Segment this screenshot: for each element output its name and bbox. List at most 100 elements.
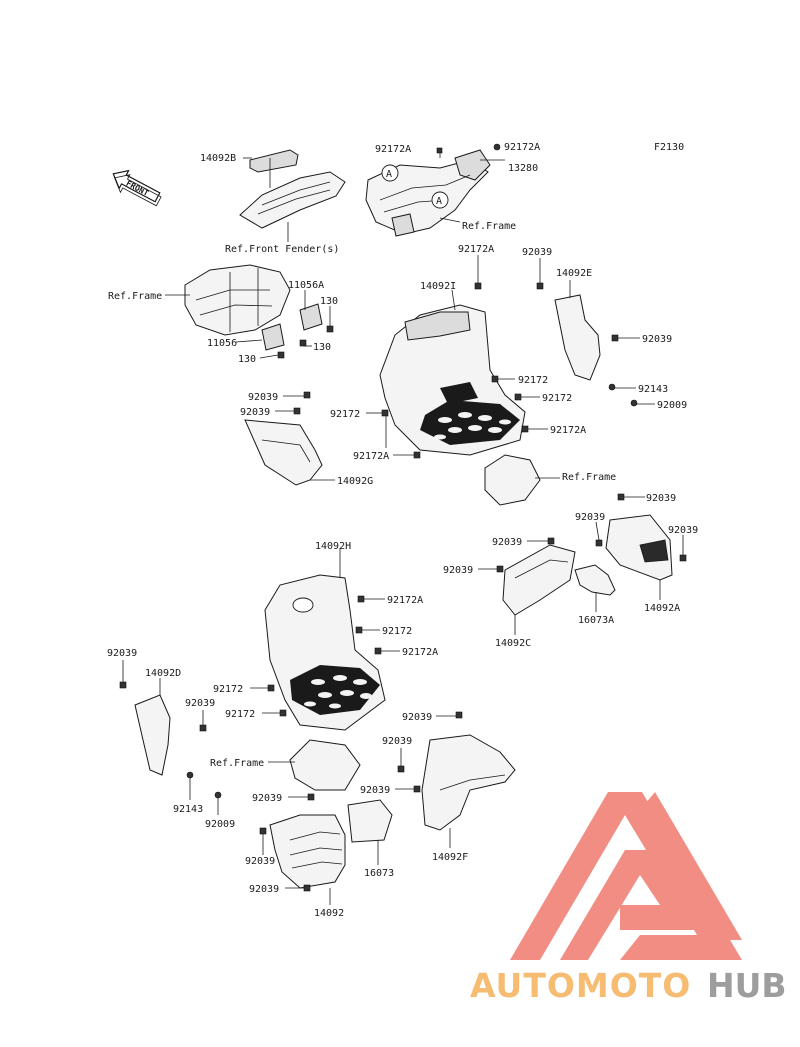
frame-left-shape [184,264,291,336]
label-92039-f1: 92039 [402,712,432,723]
label-92172a-b: 92172A [550,425,586,436]
part-16073a [574,564,616,596]
bolt-icon [299,339,307,347]
figure-code: F2130 [654,142,684,153]
bolt-icon [303,884,311,892]
label-92039-c1: 92039 [492,537,522,548]
bolt-icon [293,407,301,415]
bolt-icon [214,791,222,799]
callout-a-marker-1 [381,164,399,182]
bolt-icon [279,709,287,717]
label-92143-a: 92143 [638,384,668,395]
label-14092i: 14092I [420,281,456,292]
callout-a-text-1: A [386,169,392,180]
part-14092-group [259,793,393,905]
bolt-icon [186,771,194,779]
label-11056: 11056 [207,338,237,349]
label-11056a: 11056A [288,280,324,291]
part-14092b-group [239,149,346,242]
label-ref-frame-left: Ref.Frame [108,291,162,302]
label-16073a: 16073A [578,615,614,626]
bolt-icon [413,451,421,459]
bolt-icon [493,143,501,151]
label-92039-a3: 92039 [668,525,698,536]
label-92039-d2: 92039 [185,698,215,709]
floor-14092h-group [250,548,400,791]
label-92172-b: 92172 [542,393,572,404]
label-92039-b2: 92039 [245,856,275,867]
label-92172a-mid: 92172A [458,244,494,255]
bolt-icon [514,393,522,401]
bolt-icon [267,684,275,692]
part-14092b [249,149,299,173]
frame-left-group [165,264,334,359]
bolt-icon [679,554,687,562]
label-14092b: 14092B [200,153,236,164]
label-92172-h4: 92172 [213,684,243,695]
bolt-icon [611,334,619,342]
label-92039-a2: 92039 [575,512,605,523]
part-14092g [244,419,323,486]
label-92009-a: 92009 [657,400,687,411]
bolt-icon [119,681,127,689]
label-92172a-h3: 92172A [402,647,438,658]
label-14092: 14092 [314,908,344,919]
label-ref-frame-bottom: Ref.Frame [210,758,264,769]
frame-bottom-shape [289,739,361,791]
part-14092f [421,734,516,831]
bolt-icon [259,827,267,835]
bolt-icon [455,711,463,719]
part-13280 [454,149,491,181]
label-92172a-top-right: 92172A [504,142,540,153]
label-92039-g1: 92039 [248,392,278,403]
label-14092e: 14092E [556,268,592,279]
label-14092f: 14092F [432,852,468,863]
label-14092h: 14092H [315,541,351,552]
bolt-icon [355,626,363,634]
front-arrow-icon: FRONT [112,169,162,207]
label-92172-c: 92172 [330,409,360,420]
bolt-icon [547,537,555,545]
part-16073 [347,799,393,843]
part-14092d [134,694,171,776]
callout-a-marker-2 [431,191,449,209]
floor-mesh [420,400,520,445]
label-92039-top: 92039 [522,247,552,258]
label-92039-c2: 92039 [443,565,473,576]
part-14092f-group [395,711,516,848]
label-92172a-h1: 92172A [387,595,423,606]
label-92039-e: 92039 [642,334,672,345]
watermark-text-hub: HUB [707,966,787,1005]
label-92039-b1: 92039 [252,793,282,804]
label-ref-front-fender: Ref.Front Fender(s) [225,244,339,255]
frame-top-shape [365,159,489,235]
bolt-icon [413,785,421,793]
frame-top-group: A A [365,143,505,237]
bolt-icon [277,351,285,359]
label-130-c: 130 [238,354,256,365]
bolt-icon [307,793,315,801]
bolt-icon [199,724,207,732]
bolt-icon [491,375,499,383]
part-14092c [502,544,576,616]
label-92172a-top-left: 92172A [375,144,411,155]
label-92039-a1: 92039 [646,493,676,504]
bolt-icon [521,425,529,433]
label-14092g: 14092G [337,476,373,487]
label-ref-frame-top: Ref.Frame [462,221,516,232]
bolt-icon [536,282,544,290]
part-14092g-group [244,391,335,486]
bolt-icon [608,383,616,391]
part-14092d-group [119,660,222,815]
label-ref-frame-mid: Ref.Frame [562,472,616,483]
label-92009-d: 92009 [205,819,235,830]
bolt-icon [496,565,504,573]
label-92039-b3: 92039 [249,884,279,895]
label-92039-f2: 92039 [382,736,412,747]
label-92143-d: 92143 [173,804,203,815]
bolt-icon [303,391,311,399]
automotohub-logo: AUTOMOTO HUB [470,792,787,1005]
watermark-text-automoto: AUTOMOTO [470,966,691,1005]
